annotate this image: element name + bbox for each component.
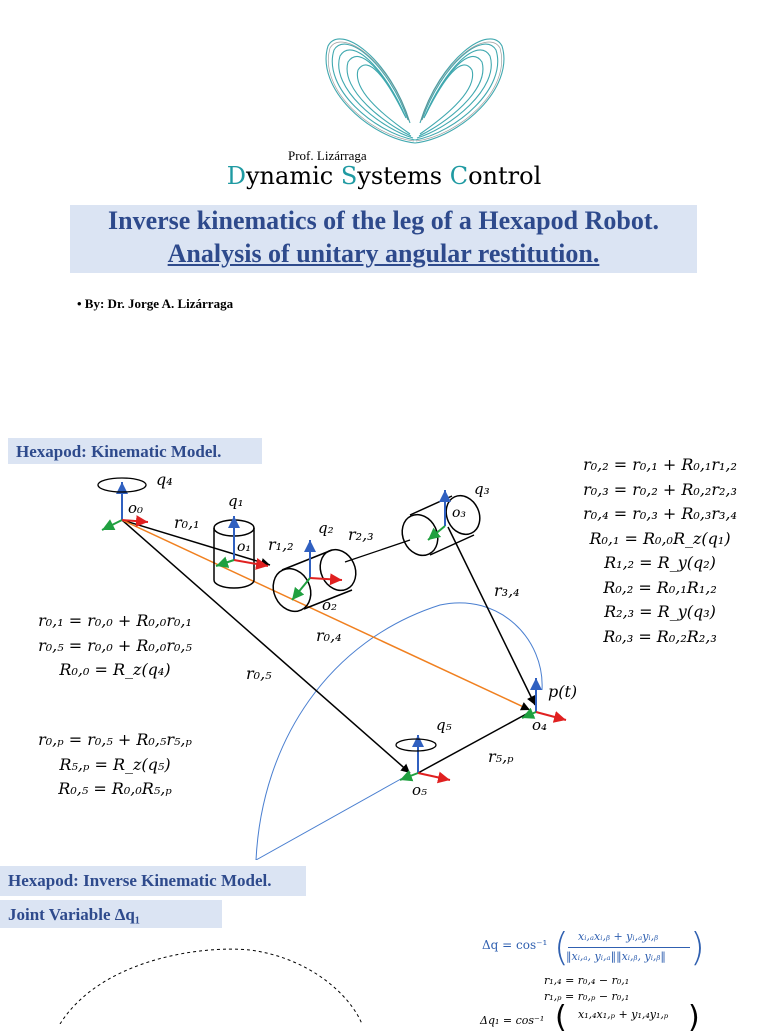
- equations-left-top: r₀,₁ = r₀,₀ + R₀,₀r₀,₁ r₀,₅ = r₀,₀ + R₀,…: [20, 609, 210, 683]
- brand-name: Dynamic Systems Control: [0, 162, 768, 190]
- label-q4: q₄: [156, 470, 173, 489]
- label-q5: q₅: [436, 716, 452, 734]
- dq1-numerator: x₁,₄x₁,ₚ + y₁,₄y₁,ₚ: [578, 1008, 669, 1021]
- dq1-left-paren: (: [555, 1000, 567, 1035]
- label-o1: o₁: [237, 539, 251, 555]
- r1p-equation: r₁,ₚ = r₀,ₚ − r₀,₁: [544, 990, 630, 1003]
- brand-letter-s: S: [340, 162, 358, 190]
- joint-q3-cylinder: [401, 490, 481, 557]
- page-subtitle: Analysis of unitary angular restitution.: [167, 239, 600, 268]
- r14-equation: r₁,₄ = r₀,₄ − r₀,₁: [544, 974, 630, 987]
- delta-q-prefix: Δq = cos⁻¹: [482, 938, 548, 952]
- vector-r34: [447, 526, 536, 706]
- lorenz-attractor-logo: [325, 38, 505, 144]
- equation: R₀,₂ = R₀,₁R₁,₂: [603, 577, 717, 597]
- frame-o0: [97, 477, 149, 531]
- label-q2: q₂: [318, 519, 334, 537]
- equation: R₂,₃ = R_y(q₃): [604, 602, 716, 621]
- equation: r₀,₅ = r₀,₀ + R₀,₀r₀,₅: [38, 635, 192, 655]
- brand-letter-d: D: [226, 162, 246, 190]
- label-r5p: r₅,ₚ: [488, 747, 514, 766]
- equation: r₀,₂ = r₀,₁ + R₀,₁r₁,₂: [583, 455, 737, 474]
- joint-q2-cylinder: [272, 540, 357, 613]
- left-paren: (: [554, 925, 569, 969]
- dashed-circle: [59, 948, 363, 1024]
- label-r12: r₁,₂: [268, 535, 294, 554]
- frame-o4: [521, 678, 567, 723]
- equations-left-bottom: r₀,ₚ = r₀,₅ + R₀,₅r₅,ₚ R₅,ₚ = R_z(q₅) R₀…: [20, 728, 210, 802]
- equation: R₀,₅ = R₀,₀R₅,ₚ: [58, 779, 172, 798]
- title-banner: [70, 205, 697, 273]
- label-pt: p(t): [548, 682, 577, 701]
- section-joint-variable: Joint Variable Δq₁: [0, 900, 222, 928]
- equation: r₀,ₚ = r₀,₅ + R₀,₅r₅,ₚ: [38, 730, 192, 749]
- label-r05: r₀,₅: [246, 664, 272, 683]
- label-o5: o₅: [412, 781, 427, 799]
- label-r04: r₀,₄: [316, 626, 342, 645]
- label-q1: q₁: [228, 492, 244, 510]
- equation: r₀,₁ = r₀,₀ + R₀,₀r₀,₁: [38, 611, 192, 630]
- label-o0: o₀: [128, 499, 143, 517]
- dq1-right-paren: ): [688, 1000, 700, 1035]
- equation: R₀,₁ = R₀,₀R_z(q₁): [589, 528, 731, 548]
- label-o3: o₃: [452, 505, 466, 521]
- label-r01: r₀,₁: [174, 513, 200, 532]
- vector-r01: [121, 519, 271, 567]
- section-kinematic-model: Hexapod: Kinematic Model.: [8, 438, 262, 464]
- equation: R₀,₀ = R_z(q₄): [59, 660, 171, 679]
- equation: R₅,ₚ = R_z(q₅): [59, 754, 171, 774]
- brand-word-ontrol: ontrol: [468, 162, 542, 190]
- equation: R₁,₂ = R_y(q₂): [604, 553, 716, 572]
- vector-r04: [121, 519, 531, 711]
- label-r23: r₂,₃: [348, 525, 374, 544]
- label-o2: o₂: [322, 596, 337, 614]
- vector-r5p: [417, 711, 531, 774]
- vector-r23: [344, 539, 411, 563]
- equation: r₀,₃ = r₀,₂ + R₀,₂r₂,₃: [583, 479, 737, 499]
- brand-letter-c: C: [449, 162, 469, 190]
- equations-right: r₀,₂ = r₀,₁ + R₀,₁r₁,₂ r₀,₃ = r₀,₂ + R₀,…: [560, 453, 760, 649]
- vector-r05: [121, 519, 411, 774]
- equation: r₀,₄ = r₀,₃ + R₀,₃r₃,₄: [583, 504, 737, 523]
- label-r34: r₃,₄: [494, 581, 520, 600]
- professor-name: Prof. Lizárraga: [288, 148, 367, 163]
- dq1-prefix: Δq₁ = cos⁻¹: [480, 1014, 545, 1027]
- label-q3: q₃: [474, 480, 490, 498]
- joint-q1-cylinder: [213, 516, 269, 589]
- right-paren: ): [690, 925, 705, 969]
- delta-q-numerator: xᵢ,ₐxᵢ,ᵦ + yᵢ,ₐyᵢ,ᵦ: [578, 930, 659, 943]
- delta-q-denominator: ‖xᵢ,ₐ, yᵢ,ₐ‖‖xᵢ,ᵦ, yᵢ,ᵦ‖: [566, 950, 666, 963]
- brand-word-ynamic: ynamic: [246, 162, 341, 190]
- fraction-bar: [568, 947, 690, 948]
- kinematic-diagram: q₄ o₀ r₀,₁ q₁ o₁ r₁,₂ q₂ r₂,₃ o₂ q₃ o₃ r…: [97, 470, 577, 860]
- brand-word-ystems: ystems: [357, 162, 450, 190]
- label-o4: o₄: [532, 716, 547, 734]
- equation: R₀,₃ = R₀,₂R₂,₃: [603, 626, 717, 646]
- section-inverse-model: Hexapod: Inverse Kinematic Model.: [0, 866, 306, 896]
- page-title: Inverse kinematics of the leg of a Hexap…: [107, 206, 659, 235]
- author-line: • By: Dr. Jorge A. Lizárraga: [77, 296, 234, 311]
- workspace-arc: [255, 602, 543, 860]
- frame-o5: [395, 735, 451, 784]
